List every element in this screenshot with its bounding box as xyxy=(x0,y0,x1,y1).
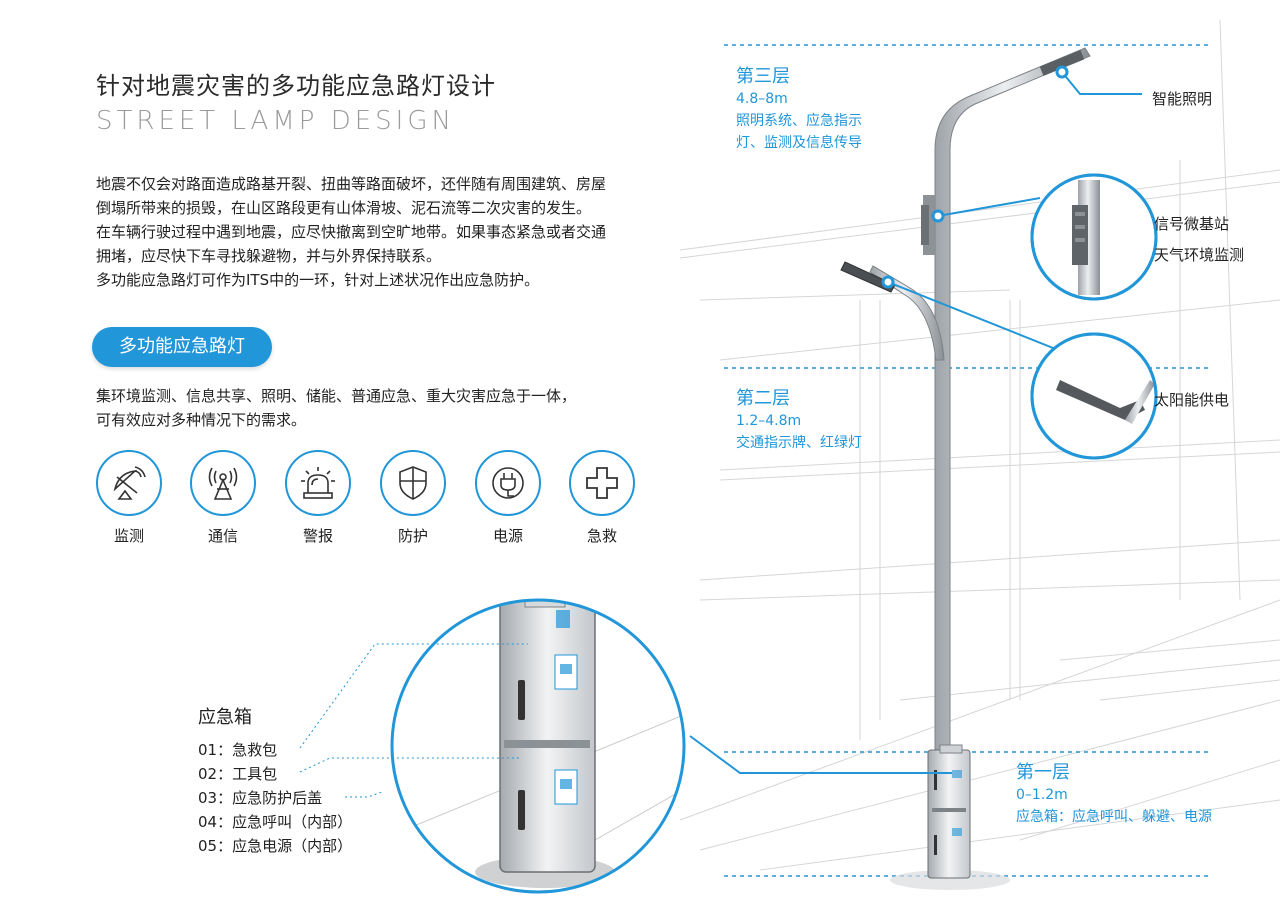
intro-line: 多功能应急路灯可作为ITS中的一环，针对上述状况作出应急防护。 xyxy=(96,271,540,289)
layer-1-desc: 应急箱：应急呼叫、躲避、电源 xyxy=(1016,809,1212,825)
feature-label: 急救 xyxy=(586,527,617,545)
zoom-base-station xyxy=(1030,173,1158,301)
emergency-box-title: 应急箱 xyxy=(198,707,252,728)
list-item: 04：应急呼叫（内部） xyxy=(198,813,353,831)
first-aid-cross-icon xyxy=(569,450,635,516)
layer-2-range: 1.2–4.8m xyxy=(736,413,802,429)
feature-label: 防护 xyxy=(397,527,428,545)
feature-first-aid: 急救 xyxy=(569,450,635,546)
shield-icon xyxy=(380,450,446,516)
list-item: 02：工具包 xyxy=(198,765,278,783)
intro-line: 地震不仅会对路面造成路基开裂、扭曲等路面破坏，还伴随有周围建筑、房屋 xyxy=(96,175,607,193)
layer-3-desc: 灯、监测及信息传导 xyxy=(736,135,862,151)
feature-communication: 通信 xyxy=(190,450,256,546)
intro-line: 在车辆行驶过程中遇到地震，应尽快撤离到空旷地带。如果事态紧急或者交通 xyxy=(96,223,607,241)
layer-2-block: 第二层 1.2–4.8m 交通指示牌、红绿灯 xyxy=(736,384,862,454)
layer-1-block: 第一层 0–1.2m 应急箱：应急呼叫、躲避、电源 xyxy=(1016,758,1212,828)
zoom-solar xyxy=(1030,332,1158,460)
product-summary: 集环境监测、信息共享、照明、储能、普通应急、重大灾害应急于一体， 可有效应对多种… xyxy=(96,384,576,432)
callout-base-station: 信号微基站 xyxy=(1154,215,1230,233)
intro-line: 拥堵，应尽快下车寻找躲避物，并与外界保持联系。 xyxy=(96,247,442,265)
alarm-light-icon xyxy=(285,450,351,516)
layer-1-title: 第一层 xyxy=(1016,762,1070,783)
list-item: 05：应急电源（内部） xyxy=(198,837,353,855)
page-subtitle: STREET LAMP DESIGN xyxy=(96,106,455,136)
layer-3-block: 第三层 4.8–8m 照明系统、应急指示 灯、监测及信息传导 xyxy=(736,62,862,154)
feature-label: 警报 xyxy=(302,527,333,545)
summary-line: 集环境监测、信息共享、照明、储能、普通应急、重大灾害应急于一体， xyxy=(96,387,577,405)
feature-label: 电源 xyxy=(492,527,523,545)
feature-protection: 防护 xyxy=(380,450,446,546)
feature-label: 监测 xyxy=(113,527,144,545)
page-title: 针对地震灾害的多功能应急路灯设计 xyxy=(96,72,496,100)
intro-text: 地震不仅会对路面造成路基开裂、扭曲等路面破坏，还伴随有周围建筑、房屋 倒塌所带来… xyxy=(96,172,696,292)
emergency-box-list: 01：急救包 02：工具包 03：应急防护后盖 04：应急呼叫（内部） 05：应… xyxy=(198,738,352,858)
callout-lighting: 智能照明 xyxy=(1152,90,1213,108)
summary-line: 可有效应对多种情况下的需求。 xyxy=(96,411,307,429)
callout-leaders xyxy=(689,71,1142,774)
layer-3-desc: 照明系统、应急指示 xyxy=(736,113,862,129)
feature-label: 通信 xyxy=(207,527,238,545)
feature-alarm: 警报 xyxy=(285,450,351,546)
building-sketch xyxy=(679,19,1280,871)
product-pill-badge: 多功能应急路灯 xyxy=(92,327,272,367)
list-item: 01：急救包 xyxy=(198,741,278,759)
satellite-dish-icon xyxy=(96,450,162,516)
feature-monitoring: 监测 xyxy=(96,450,162,546)
intro-line: 倒塌所带来的损毁，在山区路段更有山体滑坡、泥石流等二次灾害的发生。 xyxy=(96,199,592,217)
feature-power: 电源 xyxy=(475,450,541,546)
signal-tower-icon xyxy=(190,450,256,516)
callout-weather: 天气环境监测 xyxy=(1154,246,1245,264)
box-leaders xyxy=(299,643,528,798)
zoom-emergency-box xyxy=(390,598,686,894)
layer-1-range: 0–1.2m xyxy=(1016,787,1068,803)
layer-3-title: 第三层 xyxy=(736,66,790,87)
list-item: 03：应急防护后盖 xyxy=(198,789,323,807)
callout-solar: 太阳能供电 xyxy=(1154,391,1230,409)
layer-3-range: 4.8–8m xyxy=(736,91,788,107)
layer-2-desc: 交通指示牌、红绿灯 xyxy=(736,435,862,451)
layer-2-title: 第二层 xyxy=(736,388,790,409)
power-plug-icon xyxy=(475,450,541,516)
